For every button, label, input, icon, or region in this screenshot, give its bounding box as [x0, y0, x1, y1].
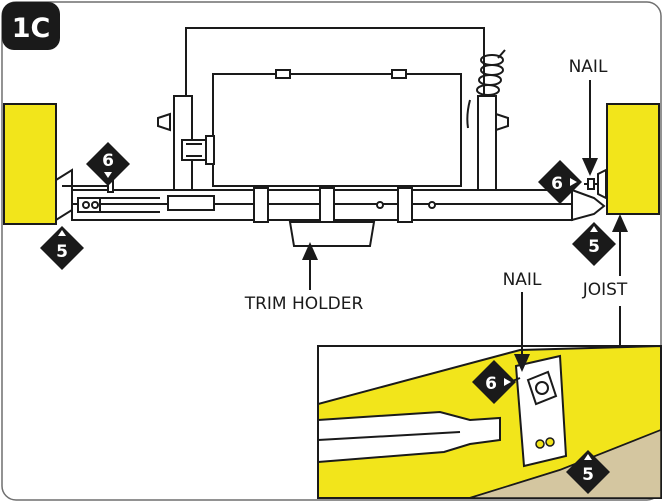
housing — [157, 27, 509, 193]
step-marker-5-left: 5 — [40, 226, 84, 270]
step-marker-5-inset: 5 — [566, 450, 610, 494]
svg-text:6: 6 — [102, 151, 114, 171]
trim-holder-clips — [253, 187, 413, 247]
svg-text:5: 5 — [582, 465, 594, 485]
figure-badge: 1C — [2, 2, 60, 50]
step-marker-5-right: 5 — [572, 222, 616, 266]
step-marker-6-right: 6 — [538, 160, 582, 204]
joist-left — [3, 103, 57, 225]
svg-text:5: 5 — [56, 242, 68, 262]
figure-id: 1C — [12, 13, 51, 44]
nail-right — [584, 168, 607, 200]
svg-text:5: 5 — [588, 237, 600, 257]
label-nail-inset: NAIL — [503, 270, 542, 290]
label-joist: JOIST — [582, 280, 628, 300]
label-trim-holder: TRIM HOLDER — [244, 294, 364, 314]
svg-text:6: 6 — [485, 374, 497, 394]
label-nail-top: NAIL — [569, 57, 608, 77]
svg-text:6: 6 — [551, 174, 563, 194]
joist-right — [606, 103, 660, 215]
bar-hanger — [71, 188, 606, 222]
wire-coil — [466, 49, 506, 129]
step-marker-6-inset: 6 — [472, 360, 516, 404]
inset-detail: 6 5 — [317, 345, 662, 499]
step-marker-6-left: 6 — [86, 142, 130, 186]
